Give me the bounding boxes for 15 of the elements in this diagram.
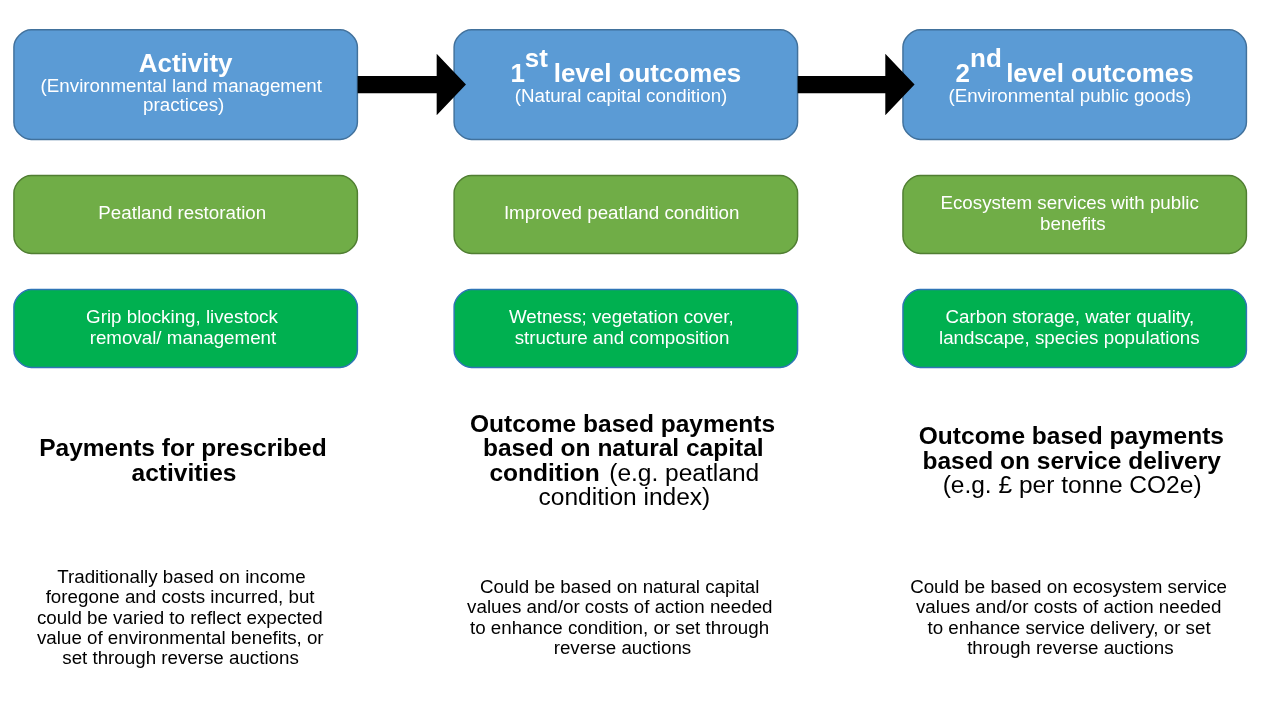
label: Could be based on natural capital values and/or costs of action needed to enhance condition, or set through reverse auctions (467, 575, 773, 658)
label: Outcome based payments based on natural capital condition (e.g. peatland condition index) (469, 409, 776, 510)
node-box: Peatland restoration (13, 174, 359, 254)
node-box: Ecosystem services with public benefits (902, 174, 1248, 254)
node-box: Grip blocking, livestock removal/ management (13, 288, 359, 368)
node-box: Activity (Environmental land management practices) (13, 28, 359, 140)
label: Outcome based payments based on service delivery (e.g. £ per tonne CO2e) (918, 421, 1224, 498)
arrow (357, 53, 466, 115)
node-box: Improved peatland condition (453, 174, 799, 254)
label: Payments for prescribed activities (39, 433, 327, 486)
arrow (797, 53, 915, 115)
label: Traditionally based on income foregone and costs incurred, but could be varied to reflect expected value of environmental benefits, or set through reverse auctions (37, 565, 324, 668)
node-box: Carbon storage, water quality, landscape, species populations (902, 288, 1248, 368)
label: Could be based on ecosystem service values and/or costs of action needed to enhance service delivery, or set through reverse auctions (910, 575, 1227, 658)
node-box: Wetness; vegetation cover, structure and composition (453, 288, 799, 368)
